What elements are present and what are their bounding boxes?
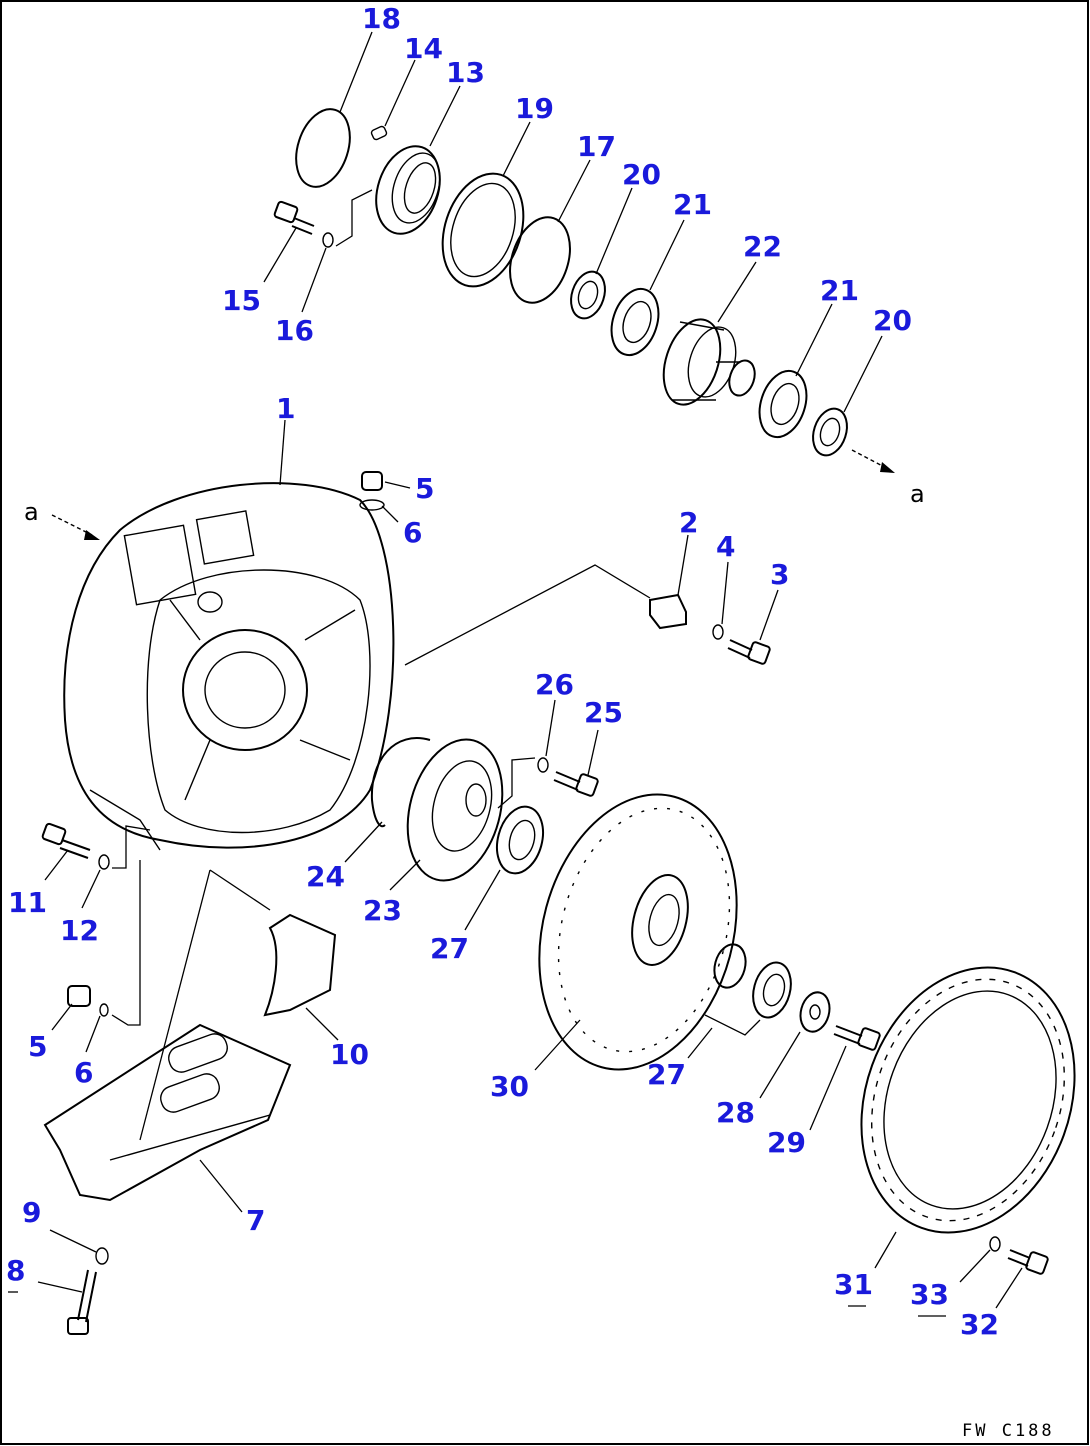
- label-part-5: 5: [415, 472, 434, 505]
- part-13-cage: [375, 145, 441, 235]
- part-18-o-ring: [295, 108, 351, 188]
- label-part-17: 17: [577, 130, 616, 163]
- drawing-code: FW C188: [962, 1421, 1055, 1441]
- part-3-bolt: [727, 639, 771, 665]
- view-marker-left: a: [24, 498, 39, 526]
- part-2-block: [649, 593, 687, 630]
- part-20-spacer: [570, 270, 606, 320]
- view-arrow-left: [84, 530, 100, 540]
- label-part-25: 25: [584, 696, 623, 729]
- part-16-washer: [322, 232, 334, 248]
- label-part-11: 11: [8, 886, 47, 919]
- part-28-washer: [799, 991, 831, 1033]
- part-22-hub: [662, 318, 756, 406]
- label-part-27: 27: [430, 932, 469, 965]
- part-25-bolt: [553, 771, 599, 797]
- part-27-bearing: [495, 805, 545, 875]
- label-part-26: 26: [535, 668, 574, 701]
- part-32-bolt: [1007, 1249, 1049, 1275]
- part-6-gasket: [359, 499, 385, 511]
- part-1-housing: [63, 482, 395, 851]
- part-15-bolt: [273, 200, 315, 235]
- part-14-pin: [370, 125, 388, 141]
- part-12-washer: [98, 854, 110, 870]
- label-part-31: 31: [834, 1268, 873, 1301]
- part-8-bolt: [67, 1269, 97, 1335]
- label-part-10: 10: [330, 1038, 369, 1071]
- label-part-30: 30: [490, 1070, 529, 1103]
- part-33-washer: [989, 1236, 1001, 1252]
- part-27-bearing-2: [713, 943, 747, 989]
- part-21-bearing: [610, 287, 660, 357]
- label-part-32: 32: [960, 1308, 999, 1341]
- label-part-24: 24: [306, 860, 345, 893]
- label-part-28: 28: [716, 1096, 755, 1129]
- label-part-21-2: 21: [820, 274, 859, 307]
- label-part-3: 3: [770, 558, 789, 591]
- part-31-ring-gear: [860, 966, 1076, 1234]
- part-27-bearing-3: [752, 961, 792, 1019]
- label-part-14: 14: [404, 32, 443, 65]
- part-4-washer: [712, 624, 724, 640]
- part-23-flange: [406, 738, 504, 882]
- part-7-guard: [43, 1023, 292, 1202]
- label-part-8: 8: [6, 1254, 25, 1287]
- label-part-19: 19: [515, 92, 554, 125]
- label-part-27-2: 27: [647, 1058, 686, 1091]
- label-part-9: 9: [22, 1196, 41, 1229]
- label-part-5-2: 5: [28, 1030, 47, 1063]
- label-part-16: 16: [275, 314, 314, 347]
- part-9-washer: [95, 1247, 109, 1265]
- part-19-shim: [441, 172, 525, 288]
- label-part-22: 22: [743, 230, 782, 263]
- part-10-plate: [263, 913, 337, 1017]
- part-11-bolt: [41, 822, 91, 859]
- label-part-6: 6: [403, 516, 422, 549]
- label-part-20: 20: [622, 158, 661, 191]
- label-part-12: 12: [60, 914, 99, 947]
- label-part-13: 13: [446, 56, 485, 89]
- part-24-o-ring: [370, 737, 431, 828]
- part-17-o-ring: [509, 216, 571, 304]
- label-part-21: 21: [673, 188, 712, 221]
- label-part-23: 23: [363, 894, 402, 927]
- part-30-disc: [538, 793, 738, 1071]
- part-5-plug-2: [67, 985, 91, 1007]
- label-part-6-2: 6: [74, 1056, 93, 1089]
- label-part-18: 18: [362, 2, 401, 35]
- label-part-4: 4: [716, 530, 735, 563]
- label-part-20-2: 20: [873, 304, 912, 337]
- part-29-bolt: [833, 1025, 881, 1051]
- label-part-2: 2: [679, 506, 698, 539]
- label-part-7: 7: [246, 1204, 265, 1237]
- part-20-spacer-2: [812, 407, 848, 457]
- part-5-plug: [361, 471, 383, 491]
- part-labels: 18 14 13 19 17 20 21 22 21 20 15 16 1 5 …: [6, 2, 999, 1341]
- part-26-washer: [537, 757, 549, 773]
- leader-lines: [37, 31, 1023, 1309]
- label-part-29: 29: [767, 1126, 806, 1159]
- label-part-15: 15: [222, 284, 261, 317]
- label-part-33: 33: [910, 1278, 949, 1311]
- part-6-gasket-2: [99, 1003, 109, 1017]
- view-arrow-right: [880, 462, 895, 473]
- view-marker-right: a: [910, 480, 925, 508]
- part-21-bearing-2: [758, 369, 808, 439]
- label-part-1: 1: [276, 392, 295, 425]
